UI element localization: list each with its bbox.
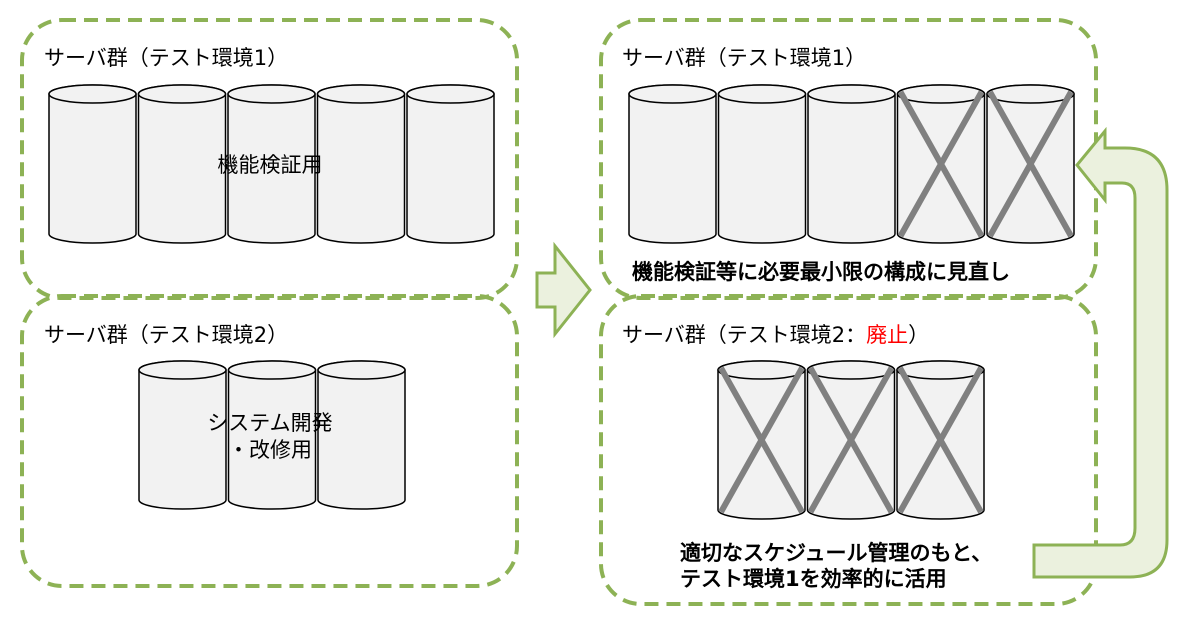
left-group1-server-5 (406, 84, 495, 244)
return-arrow-icon (1032, 126, 1169, 579)
right-group1-server-4 (896, 84, 986, 244)
right-group2-title: サーバ群（テスト環境2：廃止） (622, 325, 929, 346)
left-group1-caption: 機能検証用 (217, 153, 323, 177)
cross-icon (718, 366, 805, 514)
right-group1-server-2 (717, 84, 807, 244)
right-group2-note-line2: テスト環境1を効率的に活用 (680, 567, 947, 592)
right-group2-note: 適切なスケジュール管理のもと、 テスト環境1を効率的に活用 (680, 540, 992, 593)
right-group2-server-3 (896, 360, 985, 520)
cross-icon (987, 90, 1074, 238)
right-group1-note: 機能検証等に必要最小限の構成に見直し (632, 260, 1010, 284)
right-group2-server-2 (806, 360, 896, 520)
left-group1-frame (20, 18, 519, 300)
right-group2-server-1 (717, 360, 806, 520)
left-group2-server-2 (227, 360, 317, 510)
right-group2-frame (599, 294, 1098, 606)
cross-icon (897, 366, 984, 514)
left-group1-title: サーバ群（テスト環境1） (44, 46, 289, 70)
left-group2-title: サーバ群（テスト環境2） (44, 323, 289, 347)
left-group1-server-4 (316, 84, 406, 244)
right-group1-server-1 (628, 84, 717, 244)
left-group2-caption: システム開発 ・改修用 (140, 410, 400, 465)
cross-icon (807, 366, 895, 514)
right-group1-title: サーバ群（テスト環境1） (622, 46, 867, 70)
cross-icon (897, 90, 985, 238)
right-group2-title-prefix: サーバ群（テスト環境2： (622, 323, 867, 347)
right-group2-title-suffix: ） (908, 323, 930, 347)
right-group1-server-3 (807, 84, 896, 244)
right-group1-server-5 (986, 84, 1075, 244)
left-group1-server-3 (227, 84, 316, 244)
left-group2-server-1 (138, 360, 227, 510)
left-group1-server-2 (137, 84, 227, 244)
server-cylinders (48, 84, 1075, 520)
right-group2-status: 廃止 (866, 323, 909, 347)
left-group2-frame (20, 294, 519, 588)
left-group2-server-3 (317, 360, 406, 510)
right-group2-note-line1: 適切なスケジュール管理のもと、 (680, 541, 993, 565)
left-group1-server-1 (48, 84, 137, 244)
transition-arrow-icon (535, 241, 592, 339)
left-group2-caption-line1: システム開発 (207, 411, 333, 435)
left-group2-caption-line2: ・改修用 (228, 438, 312, 463)
